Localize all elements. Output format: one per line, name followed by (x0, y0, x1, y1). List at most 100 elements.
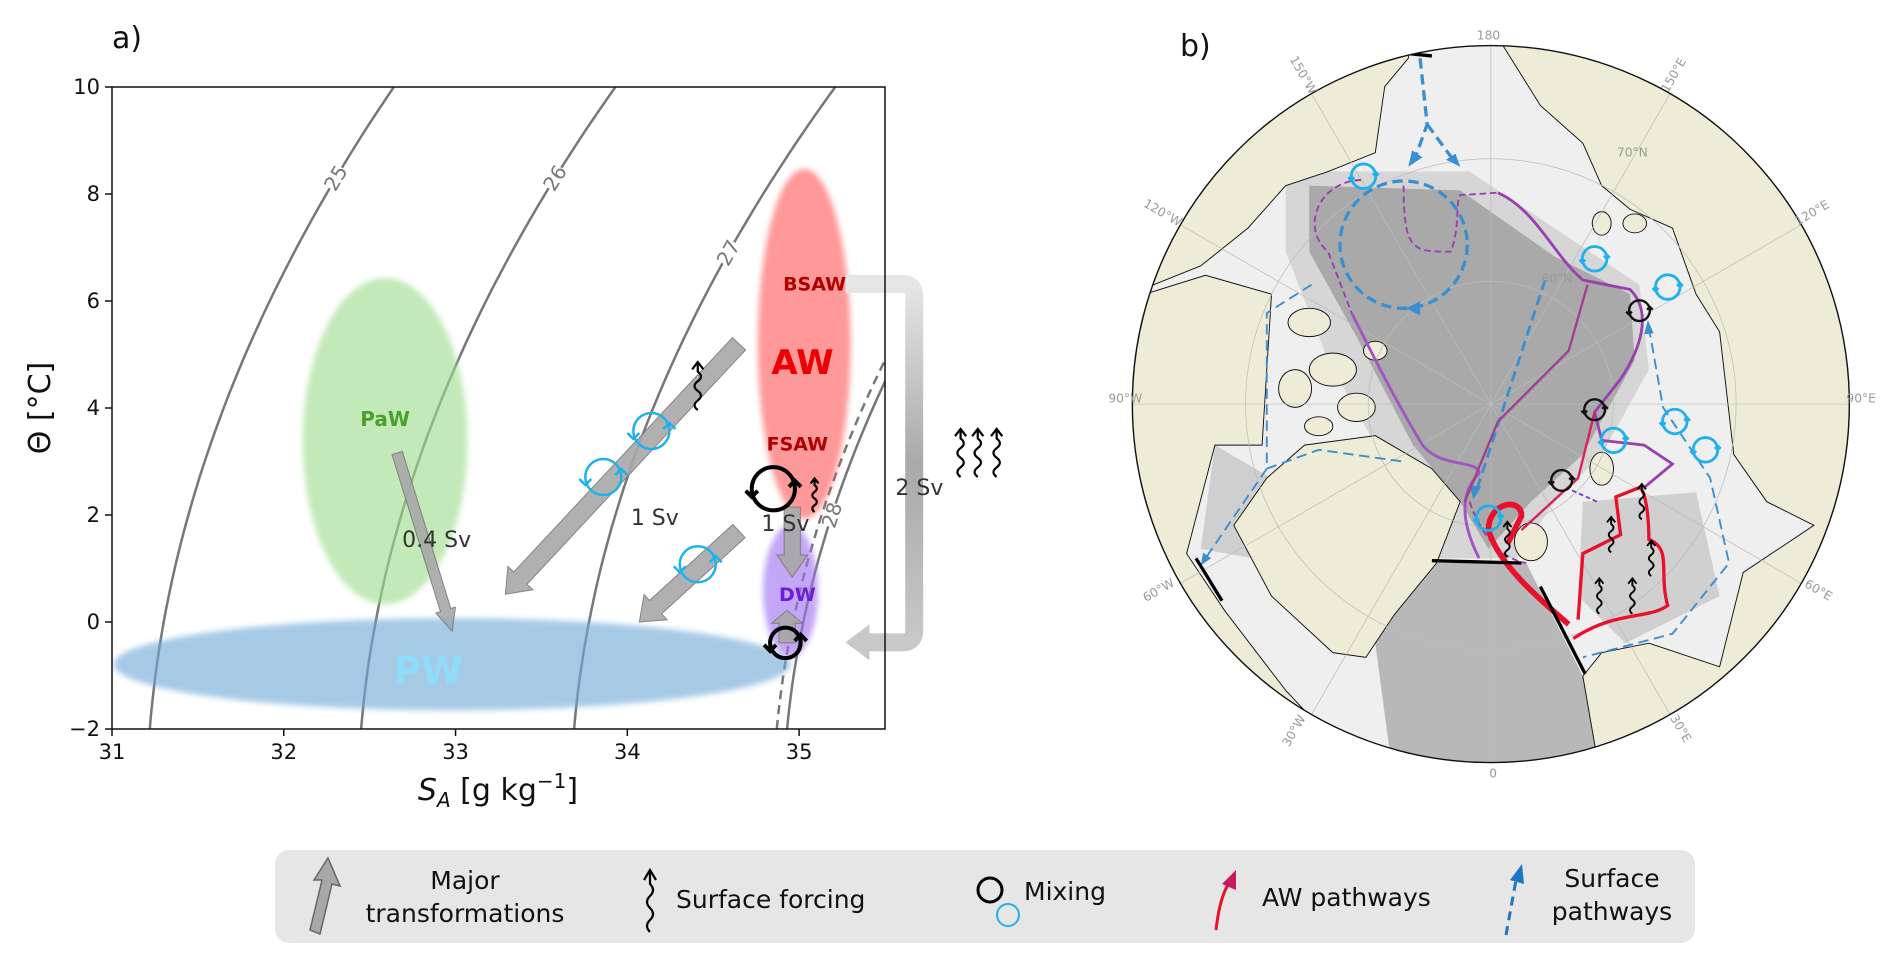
transformation-arrow (638, 523, 746, 623)
lon-label: 0 (1489, 767, 1497, 781)
isopycnal-line (148, 87, 395, 729)
water-mass-label: PW (393, 648, 463, 692)
mixing-arrowhead (578, 478, 593, 487)
mixing-arrowhead (787, 477, 803, 489)
mixing-icon (1625, 299, 1654, 323)
legend-item-mixing: Mixing (976, 876, 1106, 927)
graticule (1132, 45, 1850, 763)
isopycnal-label-bg (710, 235, 747, 271)
y-tick-label: −2 (69, 717, 100, 741)
lon-label: 30°W (1279, 713, 1308, 749)
legend-label: pathways (1552, 897, 1672, 926)
legend-label: transformations (366, 899, 565, 928)
grey-arrow-icon (309, 856, 342, 936)
xlabel-sup: −1 (537, 769, 566, 793)
water-mass-paw (302, 277, 468, 605)
lon-label: 120°E (1792, 197, 1831, 228)
recirculation-arrow (845, 274, 924, 652)
mixing-arrowhead (1580, 409, 1588, 416)
lat-label: 70°N (1617, 145, 1648, 159)
mixing-circle (768, 625, 803, 661)
mixing-arrowhead (1658, 421, 1667, 428)
surface-forcing-icon (1606, 515, 1617, 554)
lon-label: 90°E (1846, 392, 1875, 406)
mixing-arrowhead (793, 632, 809, 643)
surface-forcing-icon (954, 427, 968, 478)
mixing-arrowhead (1496, 512, 1505, 519)
legend-label: Surface (1564, 864, 1659, 893)
mixing-circle (584, 457, 623, 497)
transformation-arrow (391, 450, 457, 633)
mixing-arrowhead (762, 643, 778, 654)
surface-pathways (1204, 58, 1731, 659)
surface-forcing-icon (1502, 520, 1513, 558)
legend-item-surface-forcing: Surface forcing (643, 867, 865, 933)
surface-forcing-icon (1627, 576, 1638, 615)
mixing-arrowhead (1568, 475, 1576, 481)
map-boundary (1131, 44, 1851, 764)
x-tick-label: 35 (786, 740, 813, 764)
mixing-arrowhead (1601, 404, 1609, 410)
water-mass-label: PaW (360, 407, 410, 431)
mixing-arrowhead (1676, 281, 1684, 288)
recirculation-arrowhead (845, 624, 870, 661)
mixing-arrowhead (1713, 444, 1722, 450)
mixing-arrowhead (708, 554, 723, 564)
surface-forcing-icon (691, 360, 705, 411)
mixing-circle (1550, 468, 1574, 493)
mixing-icon (1547, 468, 1576, 493)
legend-label: Mixing (1024, 877, 1106, 906)
deep-basin (1309, 185, 1635, 549)
lat-label: 80°N (1541, 271, 1572, 285)
x-tick-label: 32 (270, 740, 297, 764)
mixing-arrowhead (1621, 434, 1630, 441)
mixing-icon (1651, 273, 1684, 301)
mixing-circle (1474, 504, 1503, 532)
panel-b-label: b) (1180, 29, 1211, 64)
legend-item-aw-pathways: AW pathways (1214, 870, 1431, 931)
flux-label: 2 Sv (895, 476, 943, 501)
mixing-icon (1347, 162, 1380, 190)
nordic-seas (1375, 563, 1602, 763)
mixing-icon (672, 544, 723, 584)
red-arrowhead (1222, 870, 1236, 890)
isopycnal-label: 26 (538, 161, 572, 195)
mixing-icon (1597, 426, 1630, 455)
mixing-arrowhead (1347, 176, 1356, 183)
xlabel-unit: [g kg (451, 773, 537, 808)
xlabel-symbol: S (418, 773, 437, 808)
mixing-arrowhead (1472, 518, 1481, 524)
transformation-arrow (775, 506, 809, 578)
surface-forcing-icon (809, 476, 820, 513)
blue-arrowhead (1510, 864, 1524, 884)
mixing-icon (762, 625, 809, 661)
surface-forcing-icon (1636, 482, 1647, 521)
mixing-circle (1654, 273, 1682, 301)
surface-forcing-icon (971, 427, 985, 478)
isopycnal-label-bg (536, 160, 574, 196)
surface-forcing-icon (1594, 576, 1605, 615)
xlabel-close: ] (566, 773, 578, 808)
water-mass-pw (113, 618, 791, 711)
y-tick-label: 10 (73, 75, 100, 99)
water-mass-label: DW (779, 584, 816, 606)
mixing-circle (749, 465, 797, 513)
xlabel-sub: A (435, 788, 451, 812)
mixing-icon (1580, 398, 1609, 422)
mixing-arrowhead (1547, 480, 1555, 486)
mixing-circle (1691, 436, 1720, 464)
mixing-arrowhead (1371, 170, 1380, 177)
legend-item-major-transformations: Major transformations (309, 856, 565, 936)
water-mass-label: AW (771, 343, 833, 383)
mixing-icon (626, 411, 677, 451)
x-tick-label: 33 (442, 740, 469, 764)
legend-label: Major (430, 866, 500, 895)
mixing-arrowhead (626, 432, 641, 441)
flux-label: 0.4 Sv (402, 528, 471, 553)
lon-label: 60°W (1141, 576, 1177, 605)
process-icons (578, 360, 1004, 661)
mixing-icon (1689, 436, 1722, 464)
